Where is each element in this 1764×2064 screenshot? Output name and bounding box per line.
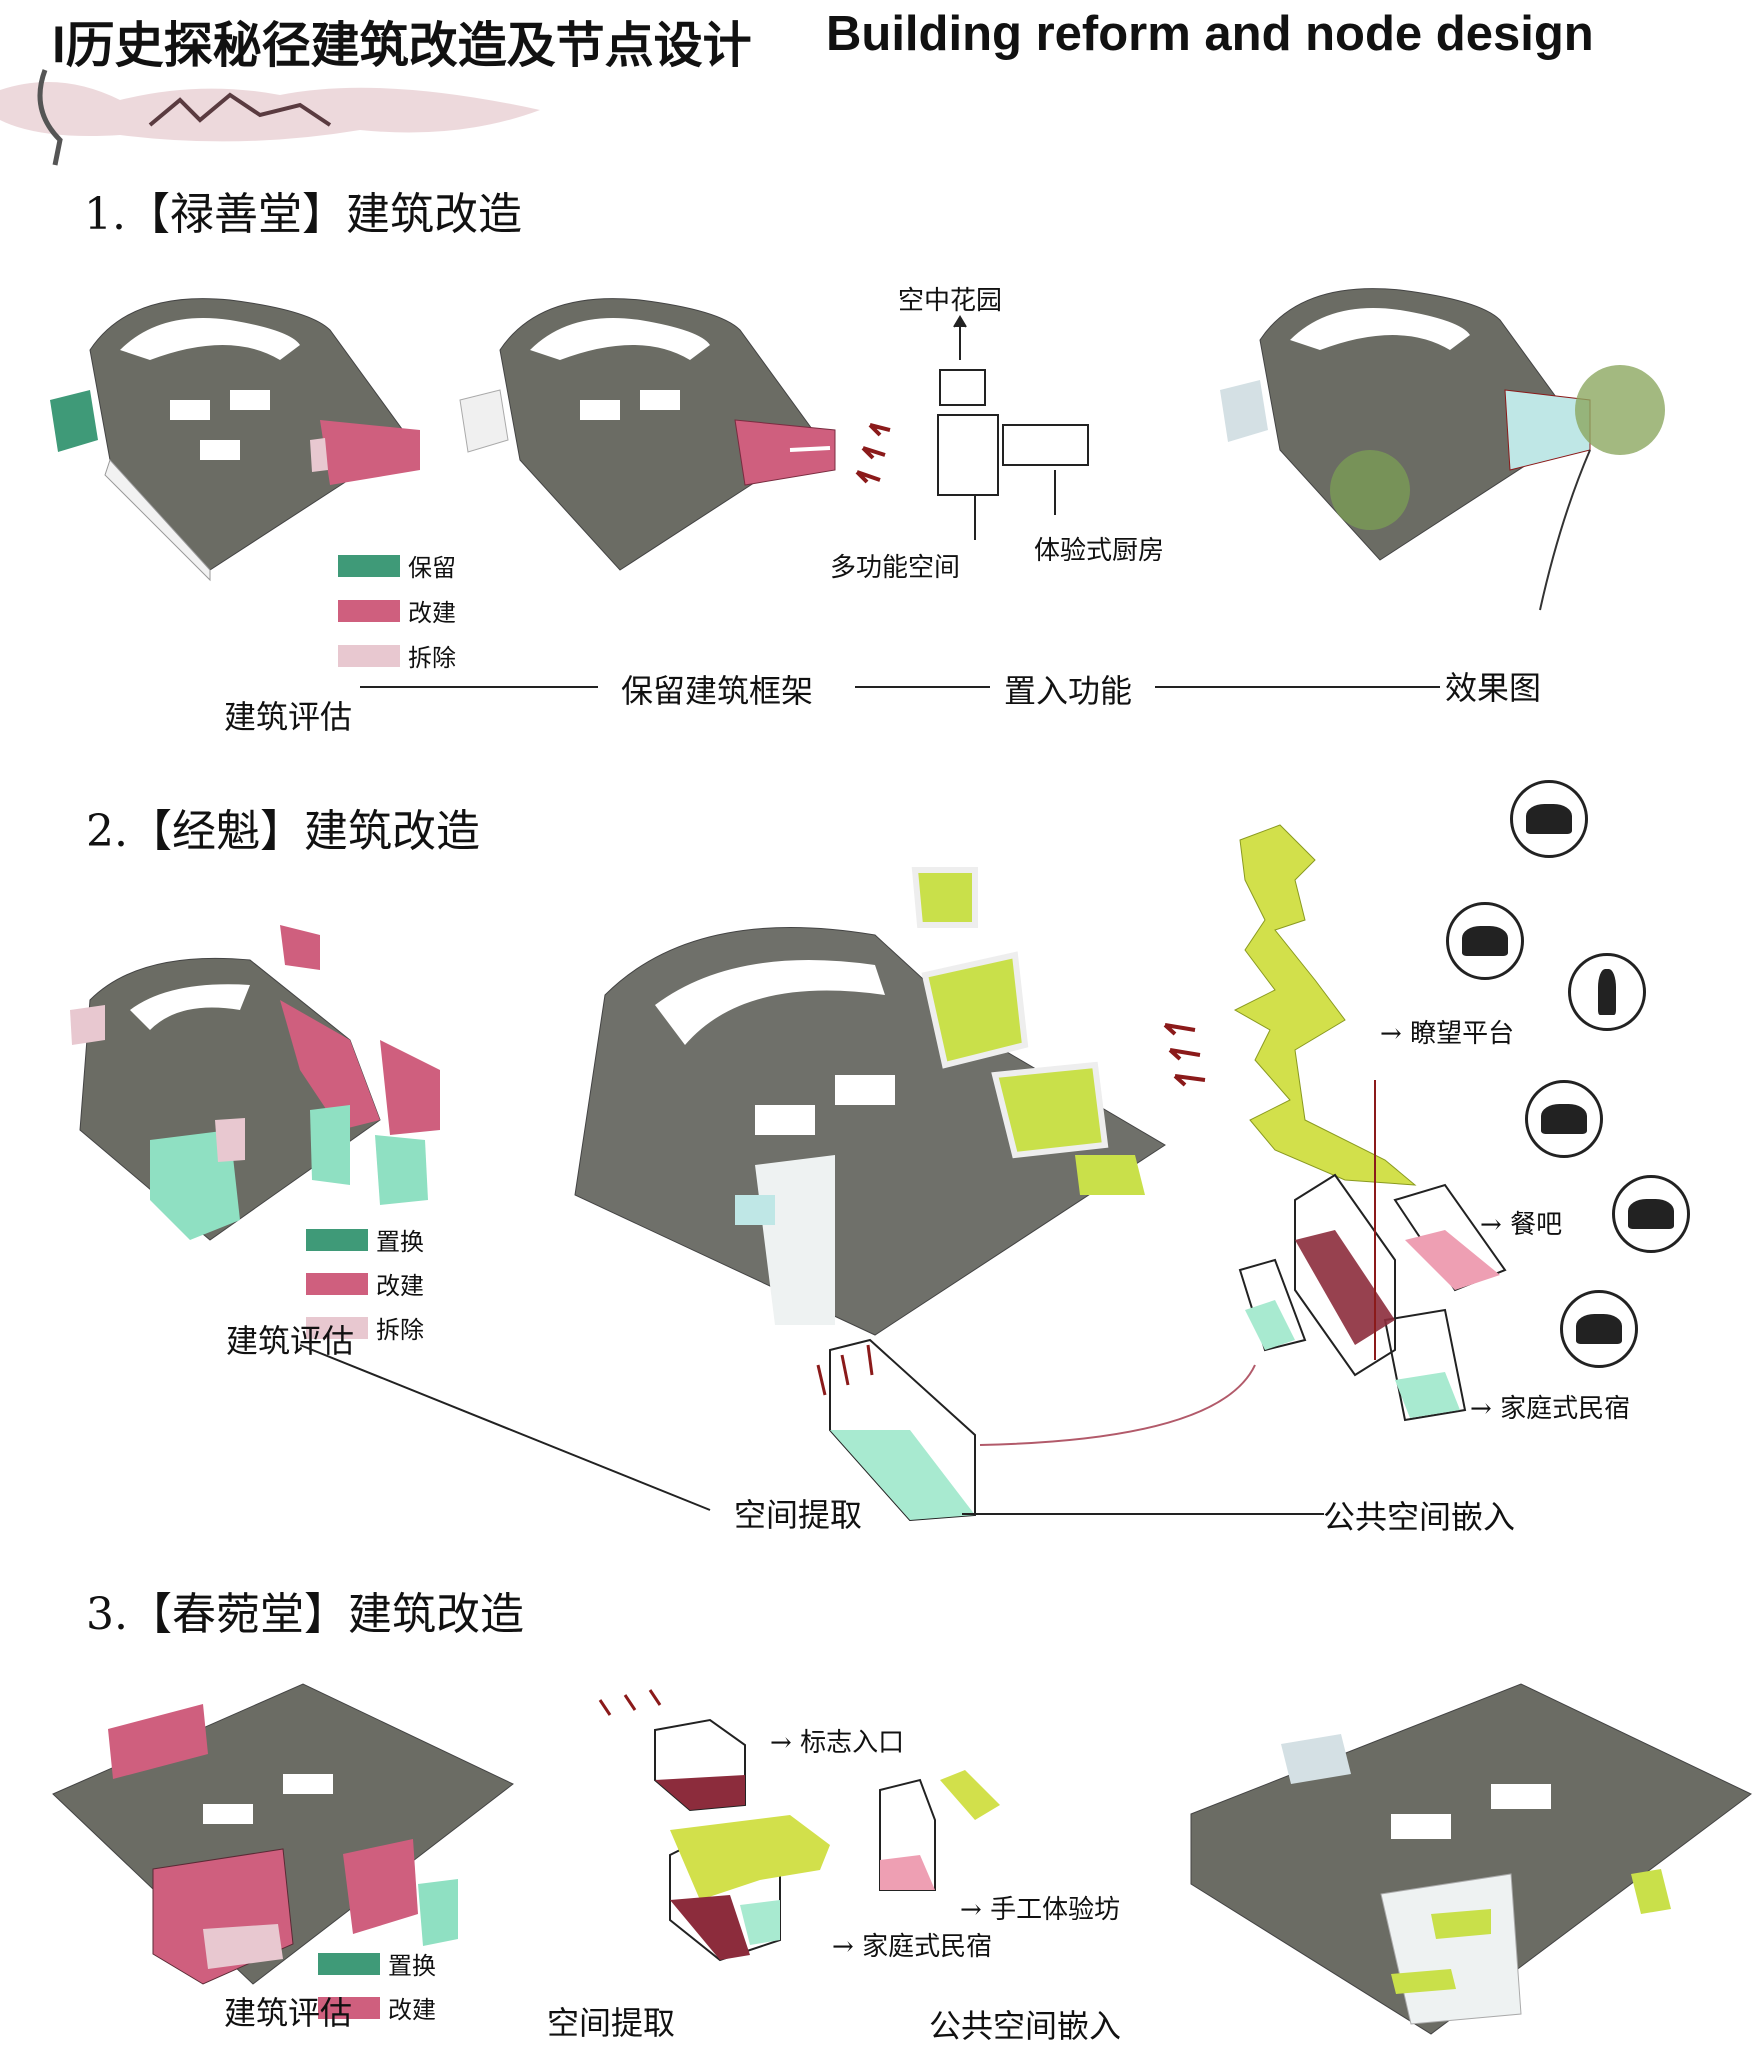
section3-evaluation-label: 建筑评估 (224, 1994, 353, 2032)
legend-item: 置换 (306, 1222, 424, 1257)
legend-label: 拆除 (408, 644, 456, 672)
function-homestay: → 家庭式民宿 (1470, 1394, 1631, 1424)
section3-embed-label: 公共空间嵌入 (929, 2007, 1122, 2045)
legend-label: 拆除 (376, 1316, 424, 1344)
legend-item: 保留 (338, 548, 456, 583)
legend-swatch (338, 644, 400, 667)
function-craft-workshop: → 手工体验坊 (960, 1895, 1121, 1925)
flow-line (1155, 686, 1440, 688)
flow-line (962, 1513, 1324, 1515)
section1-title: 1.【禄善堂】建筑改造 (84, 189, 522, 240)
section3-extract-label: 空间提取 (547, 2004, 676, 2042)
connector-line (299, 1344, 711, 1511)
legend-label: 保留 (408, 554, 456, 582)
legend-label: 置换 (376, 1228, 424, 1256)
flow-line (855, 686, 990, 688)
page-title-cn: l历史探秘径建筑改造及节点设计 (52, 19, 752, 73)
legend-item: 拆除 (306, 1310, 424, 1345)
legend-item: 置换 (318, 1946, 436, 1981)
section3-evaluation-building (52, 1683, 514, 1985)
function-arrows-icon (855, 423, 891, 484)
step-insert-function: 置入功能 (1004, 672, 1133, 710)
legend-item: 拆除 (338, 638, 456, 673)
section1-frame-building (459, 298, 836, 571)
legend-label: 改建 (388, 1996, 436, 2024)
section2-title: 2.【经魁】建筑改造 (86, 806, 480, 857)
section3-effect-building (1190, 1683, 1752, 2035)
function-label-kitchen: 体验式厨房 (1034, 536, 1165, 566)
section1-function-boxes (937, 315, 1089, 540)
function-label: 餐吧 (1510, 1210, 1563, 1240)
section2-extracted-space (816, 1338, 1256, 1522)
section3-legend: 置换 改建 (318, 1946, 436, 2025)
person-viewing-icon (1568, 953, 1646, 1031)
step-rendering: 效果图 (1445, 669, 1542, 707)
legend-swatch (306, 1272, 368, 1295)
flow-line (360, 686, 598, 688)
legend-swatch (318, 1952, 380, 1975)
ink-landscape-decoration (0, 69, 540, 166)
function-label-sky-garden: 空中花园 (898, 286, 1003, 316)
section1-effect-building (1220, 288, 1665, 611)
function-landmark-entrance: → 标志入口 (770, 1728, 905, 1758)
legend-swatch (306, 1228, 368, 1251)
section2-extract-label: 空间提取 (734, 1496, 863, 1534)
function-label: 家庭式民宿 (862, 1932, 993, 1962)
legend-swatch (318, 1996, 380, 2019)
section2-evaluation-building (70, 925, 440, 1241)
legend-item: 改建 (338, 593, 456, 628)
section2-legend: 置换 改建 拆除 (306, 1222, 424, 1345)
legend-swatch (338, 599, 400, 622)
section2-embed-label: 公共空间嵌入 (1323, 1498, 1516, 1536)
legend-swatch (338, 554, 400, 577)
section1-legend: 保留 改建 拆除 (338, 548, 456, 673)
section2-evaluation-label: 建筑评估 (226, 1322, 355, 1360)
step-evaluation: 建筑评估 (224, 698, 353, 736)
bar-icon (1612, 1175, 1690, 1253)
function-dining-bar: → 餐吧 (1480, 1210, 1563, 1240)
section2-main-building (574, 867, 1166, 1336)
step-keep-frame: 保留建筑框架 (621, 672, 814, 710)
legend-item: 改建 (306, 1266, 424, 1301)
legend-item: 改建 (318, 1990, 436, 2025)
page-title-en: Building reform and node design (826, 7, 1594, 61)
legend-label: 置换 (388, 1952, 436, 1980)
section3-function-diagram (598, 1689, 1000, 1962)
legend-label: 改建 (408, 599, 456, 627)
section1-evaluation-building (50, 298, 420, 582)
function-homestay: → 家庭式民宿 (832, 1932, 993, 1962)
section2-function-diagram (1233, 824, 1507, 1422)
function-lookout-platform: → 瞭望平台 (1380, 1019, 1515, 1049)
function-arrows-icon (1163, 1023, 1206, 1087)
function-label: 瞭望平台 (1410, 1019, 1515, 1049)
function-label: 标志入口 (800, 1728, 905, 1758)
section3-title: 3.【春菀堂】建筑改造 (86, 1589, 524, 1640)
family-icon (1446, 902, 1524, 980)
legend-label: 改建 (376, 1272, 424, 1300)
function-label: 家庭式民宿 (1500, 1394, 1631, 1424)
function-label-multi-space: 多功能空间 (830, 553, 961, 583)
legend-swatch (306, 1316, 368, 1339)
dining-people-icon (1525, 1080, 1603, 1158)
lodging-family-icon (1560, 1290, 1638, 1368)
function-label: 手工体验坊 (990, 1895, 1121, 1925)
reading-people-icon (1510, 780, 1588, 858)
